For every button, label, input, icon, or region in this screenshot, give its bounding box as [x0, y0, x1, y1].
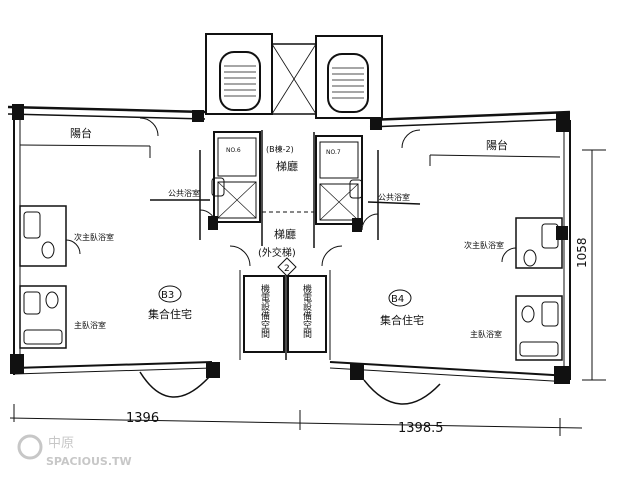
dimension-right-vertical: 1058 [575, 237, 589, 268]
secondary-bath-left-label: 次主臥浴室 [74, 232, 114, 242]
unit-right-tag [388, 289, 412, 307]
dimension-bottom-left: 1396 [126, 411, 159, 426]
stair-core [205, 33, 383, 119]
elevator-left-number: NO.6 [226, 147, 241, 154]
unit-right-type: 集合住宅 [380, 313, 424, 327]
public-bath-left-label: 公共浴室 [168, 188, 200, 198]
watermark-logo-icon [17, 434, 43, 460]
unit-left-id: B3 [161, 290, 174, 301]
lobby-marker: 2 [277, 257, 297, 277]
watermark: 中原 SPACIOUS.TW [17, 434, 132, 468]
doors [65, 117, 517, 405]
room-labels: 陽台 陽台 (B棟-2) 梯廳 NO.6 NO.7 公共浴室 公共浴室 次主臥浴… [70, 126, 508, 339]
fixtures [23, 177, 559, 357]
master-bath-right-label: 主臥浴室 [470, 329, 502, 339]
master-bath-left-label: 主臥浴室 [74, 320, 106, 330]
lobby-marker-number: 2 [284, 264, 290, 274]
shaft-left-label: 機電設備空間 [259, 283, 270, 339]
dimension-bottom-right: 1398.5 [398, 421, 444, 436]
balcony-right-label: 陽台 [486, 138, 508, 152]
shaft-right-label: 機電設備空間 [301, 283, 312, 339]
lower-lobby-sublabel: (外交梯) [258, 246, 296, 259]
public-bath-right-label: 公共浴室 [378, 192, 410, 202]
watermark-cn: 中原 [48, 436, 74, 451]
partitions [19, 150, 563, 361]
unit-right-id: B4 [391, 294, 404, 305]
secondary-bath-right-label: 次主臥浴室 [464, 240, 504, 250]
elevator-lobby-label: 梯廳 [276, 159, 298, 173]
shafts [239, 270, 331, 360]
elevator-lobby-top-label: (B棟-2) [266, 144, 294, 154]
dimension-lines [9, 149, 606, 436]
lower-lobby-label: 梯廳 [274, 227, 296, 241]
elevator-right-number: NO.7 [326, 149, 341, 156]
unit-left-type: 集合住宅 [148, 307, 192, 321]
unit-left-tag [158, 285, 182, 303]
watermark-en: SPACIOUS.TW [46, 455, 132, 468]
elevator-core [213, 130, 363, 248]
balcony-left-label: 陽台 [70, 126, 92, 140]
